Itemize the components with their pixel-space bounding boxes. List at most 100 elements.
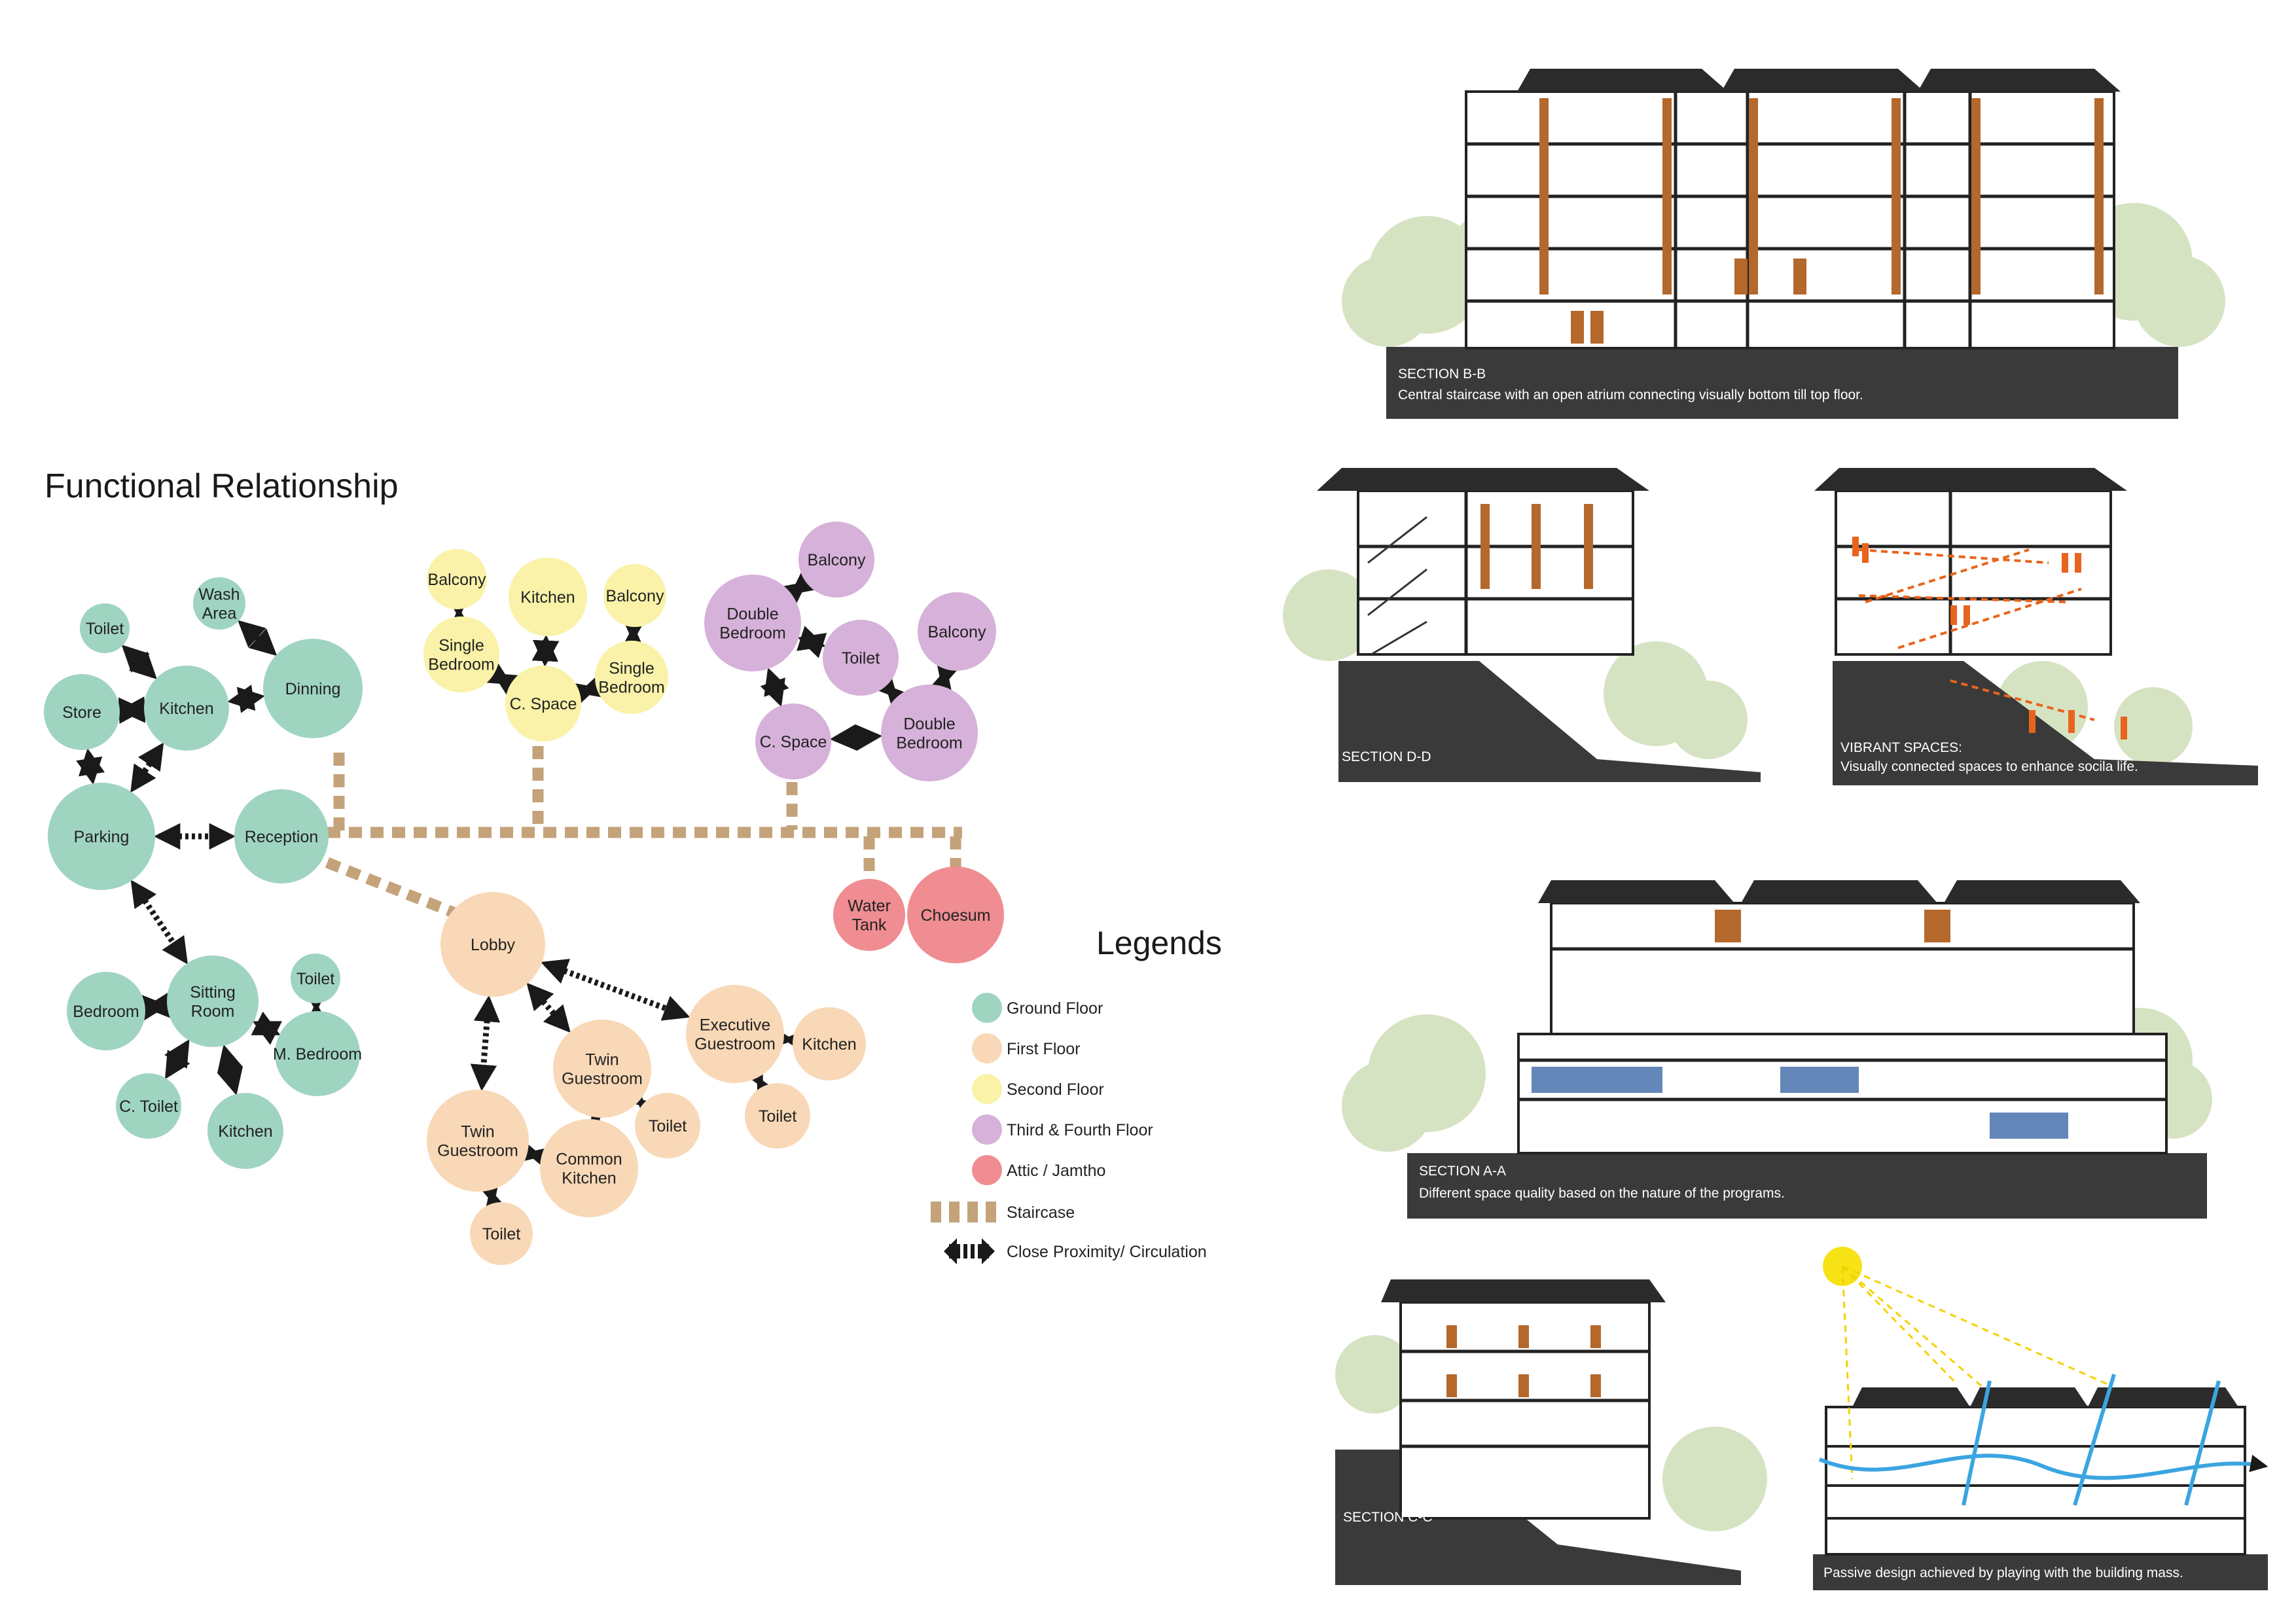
node-label: Wash bbox=[199, 586, 240, 604]
node-toilet_t: Toilet bbox=[823, 620, 899, 696]
legend-label-first: First Floor bbox=[1007, 1040, 1081, 1058]
proximity-link-dbed1-cspace_t bbox=[770, 673, 780, 702]
proximity-link-kitchen_s-cspace_s bbox=[545, 640, 546, 662]
node-label: Water bbox=[848, 897, 891, 916]
node-mbed: M. Bedroom bbox=[273, 1011, 362, 1096]
node-balc_t2: Balcony bbox=[918, 592, 996, 671]
node-toilet_g1: Toilet bbox=[80, 603, 130, 653]
section-bb-illustration: SECTION B-B Central staircase with an op… bbox=[1342, 69, 2225, 419]
node-label: Kitchen bbox=[159, 700, 213, 718]
legend-swatch-attic bbox=[972, 1155, 1002, 1185]
node-label: Single bbox=[609, 660, 655, 678]
node-label: Toilet bbox=[482, 1225, 520, 1243]
node-label: Toilet bbox=[296, 970, 334, 988]
node-label: Guestroom bbox=[694, 1035, 776, 1054]
proximity-link-twin2-toilet_f3 bbox=[492, 1194, 493, 1199]
node-label: Kitchen bbox=[218, 1122, 272, 1141]
node-store: Store bbox=[44, 674, 120, 750]
node-label: Balcony bbox=[428, 571, 486, 589]
node-balc_s2: Balcony bbox=[603, 564, 666, 627]
section-aa-lower bbox=[1518, 1034, 2166, 1153]
node-kitchen_g: Kitchen bbox=[144, 666, 229, 751]
legend-label-ground: Ground Floor bbox=[1007, 999, 1103, 1018]
proximity-link-balc_t2-dbed2 bbox=[943, 673, 946, 683]
node-label: Double bbox=[903, 715, 955, 734]
node-dinning: Dinning bbox=[263, 639, 363, 738]
node-label: Store bbox=[62, 704, 101, 722]
node-common: CommonKitchen bbox=[540, 1119, 638, 1217]
stair-lobby bbox=[327, 863, 471, 919]
section-passive-desc: Passive design achieved by playing with … bbox=[1823, 1565, 2183, 1580]
section-dd-illustration: SECTION D-D bbox=[1283, 468, 1761, 782]
node-label: Executive bbox=[700, 1016, 770, 1035]
node-label: Twin bbox=[585, 1051, 619, 1069]
node-label: Balcony bbox=[928, 623, 986, 641]
proximity-link-dbed1-toilet_t bbox=[802, 639, 821, 645]
node-wash: WashArea bbox=[193, 577, 245, 630]
proximity-link-sitting-bedroom_g bbox=[149, 1006, 164, 1007]
proximity-label: Close Proximity/ Circulation bbox=[1007, 1243, 1207, 1261]
node-toilet_f2: Toilet bbox=[635, 1093, 700, 1158]
node-balc_t1: Balcony bbox=[798, 522, 874, 597]
node-label: Room bbox=[191, 1003, 235, 1021]
legend-swatch-third bbox=[972, 1115, 1002, 1145]
section-passive-building bbox=[1826, 1407, 2245, 1554]
node-label: Kitchen bbox=[562, 1169, 616, 1188]
node-kitchen_g2: Kitchen bbox=[207, 1093, 283, 1169]
node-label: Kitchen bbox=[520, 588, 575, 607]
section-vibrant-title: VIBRANT SPACES: bbox=[1840, 740, 1962, 755]
node-label: Bedroom bbox=[428, 656, 494, 674]
section-aa-upper bbox=[1551, 903, 2134, 1034]
node-label: Twin bbox=[461, 1123, 494, 1141]
node-toilet_f1: Toilet bbox=[745, 1083, 810, 1149]
node-sbed1: SingleBedroom bbox=[423, 616, 499, 692]
node-label: Dinning bbox=[285, 680, 341, 698]
legend-items: Ground FloorFirst FloorSecond FloorThird… bbox=[972, 993, 1153, 1185]
node-choesum: Choesum bbox=[907, 866, 1004, 963]
proximity-link-lobby-twin2 bbox=[482, 1001, 488, 1086]
node-label: Single bbox=[439, 637, 484, 655]
section-bb-desc: Central staircase with an open atrium co… bbox=[1398, 387, 1863, 402]
node-label: Bedroom bbox=[598, 679, 664, 697]
node-label: Tank bbox=[852, 916, 887, 935]
section-aa-title: SECTION A-A bbox=[1419, 1164, 1506, 1179]
staircase-label: Staircase bbox=[1007, 1204, 1075, 1222]
legend-swatch-ground bbox=[972, 993, 1002, 1023]
legend-title: Legends bbox=[1096, 925, 1222, 961]
node-label: Bedroom bbox=[719, 624, 785, 643]
node-label: Toilet bbox=[759, 1107, 797, 1126]
section-cc-illustration: SECTION C-C bbox=[1335, 1279, 1767, 1585]
node-balc_s1: Balcony bbox=[427, 549, 487, 609]
section-vibrant-building bbox=[1836, 491, 2111, 654]
node-ctoilet: C. Toilet bbox=[116, 1073, 181, 1139]
legend-label-third: Third & Fourth Floor bbox=[1007, 1121, 1153, 1139]
node-kitchen_s: Kitchen bbox=[509, 558, 587, 636]
proximity-link-sitting-ctoilet bbox=[168, 1044, 187, 1075]
node-label: Toilet bbox=[86, 620, 124, 638]
section-dd-title: SECTION D-D bbox=[1342, 749, 1431, 764]
node-label: Choesum bbox=[921, 906, 991, 925]
legend-label-second: Second Floor bbox=[1007, 1080, 1104, 1099]
proximity-link-exec-toilet_f1 bbox=[759, 1081, 761, 1083]
node-label: Bedroom bbox=[896, 734, 962, 753]
node-cspace_s: C. Space bbox=[505, 666, 581, 741]
node-bedroom_g: Bedroom bbox=[67, 972, 145, 1050]
proximity-link-wash-dinning bbox=[242, 624, 273, 652]
node-lobby: Lobby bbox=[440, 892, 545, 997]
node-twin1: TwinGuestroom bbox=[553, 1020, 651, 1118]
node-label: Bedroom bbox=[73, 1003, 139, 1021]
node-label: Kitchen bbox=[802, 1035, 856, 1054]
legend-swatch-first bbox=[972, 1033, 1002, 1063]
legend-proximity: Close Proximity/ Circulation bbox=[944, 1238, 1207, 1264]
node-label: Reception bbox=[245, 828, 319, 846]
section-passive-illustration: Passive design achieved by playing with … bbox=[1813, 1247, 2268, 1590]
node-label: Toilet bbox=[649, 1117, 687, 1135]
proximity-link-kitchen_g-parking bbox=[134, 747, 161, 788]
proximity-link-balc_t1-dbed1 bbox=[795, 585, 803, 592]
